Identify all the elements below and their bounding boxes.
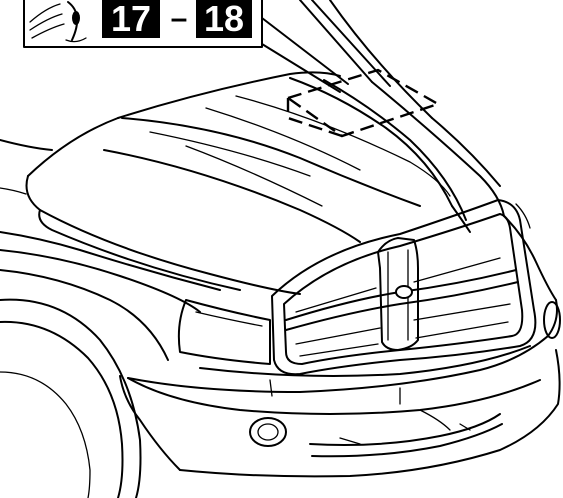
range-start-box — [102, 0, 160, 38]
right-fender — [503, 203, 557, 301]
front-bumper — [119, 299, 561, 478]
left-fog-light — [249, 417, 287, 447]
range-end-box — [196, 0, 252, 38]
grille-guard — [271, 199, 537, 376]
right-fog-light — [543, 301, 561, 339]
callout-leader-line — [261, 17, 349, 85]
windshield — [299, 0, 501, 187]
range-separator: – — [171, 2, 188, 35]
front-wheel — [0, 298, 142, 498]
left-headlight — [177, 299, 271, 365]
left-fender — [0, 139, 221, 361]
eye-icon — [29, 1, 87, 43]
component-location-marker — [285, 68, 441, 138]
range-end-number: 18 — [204, 0, 244, 39]
grille-center-post — [377, 237, 419, 351]
callout-label: 17 – 18 — [23, 0, 349, 93]
range-start-number: 17 — [111, 0, 151, 39]
callout-leader-line — [261, 43, 341, 93]
emblem — [395, 285, 413, 299]
